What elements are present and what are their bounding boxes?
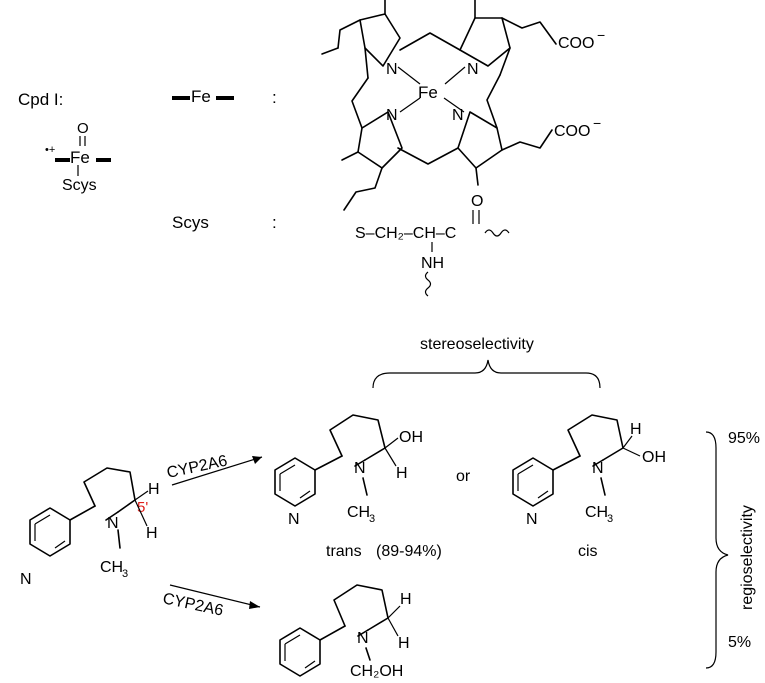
svg-text:H: H (630, 421, 642, 438)
colon-heme: : (272, 88, 277, 107)
svg-text:N: N (107, 515, 119, 532)
carboxylate-bottom: COO (554, 123, 590, 140)
svg-text:−: − (597, 27, 605, 43)
cis-label: cis (578, 543, 598, 560)
svg-text:N: N (467, 61, 479, 78)
svg-text:N: N (288, 511, 300, 528)
svg-text:NH: NH (421, 255, 444, 272)
svg-text:OH: OH (399, 429, 423, 446)
svg-text:CH: CH (100, 559, 123, 576)
stereoselectivity-brace (372, 359, 601, 389)
scys-label: Scys (62, 177, 97, 194)
ch2oh-label: CH₂OH (350, 663, 403, 680)
regioselectivity-label: regioselectivity (739, 505, 756, 610)
percentage-5: 5% (728, 634, 751, 651)
svg-text:N: N (526, 511, 538, 528)
svg-text:OH: OH (642, 449, 666, 466)
cpd-label: Cpd I: (18, 90, 63, 109)
svg-text:Fe: Fe (191, 87, 211, 106)
trans-product: N N CH 3 OH H (274, 414, 423, 528)
heme-structure: N N N N Fe COO − COO − (321, 0, 605, 211)
heme-fe-label: Fe (418, 83, 438, 102)
nicotine-reactant: N N CH 3 5' H H (20, 467, 160, 588)
svg-text:3: 3 (369, 513, 375, 525)
svg-text:H: H (148, 481, 160, 498)
svg-text:N: N (354, 460, 366, 477)
svg-text:H: H (398, 635, 410, 652)
trans-label: trans (326, 543, 362, 560)
svg-text:N: N (386, 107, 398, 124)
position-5-prime-label: 5' (137, 499, 148, 516)
or-label: or (456, 468, 471, 485)
stereoselectivity-label: stereoselectivity (420, 336, 534, 353)
svg-text:H: H (146, 525, 158, 542)
svg-text:CH: CH (347, 504, 370, 521)
cysteine-structure: S–CH₂–CH–C O NH (355, 193, 510, 297)
scys-definition-label: Scys (172, 213, 209, 232)
colon-scys: : (272, 213, 277, 232)
carboxylate-top: COO (558, 35, 594, 52)
oxo-label: O (77, 120, 89, 137)
cpd-i-symbol: O •+ Fe Scys (45, 120, 111, 194)
svg-text:3: 3 (607, 513, 613, 525)
arrow-top (171, 456, 263, 486)
percentage-95: 95% (728, 430, 760, 447)
cysteine-chain: S–CH₂–CH–C (355, 225, 456, 242)
svg-text:H: H (400, 591, 412, 608)
fe-label: Fe (70, 148, 90, 167)
svg-text:H: H (396, 465, 408, 482)
svg-text:O: O (471, 193, 483, 210)
arrow-bottom (169, 584, 261, 608)
cis-product: N N CH 3 H OH (512, 414, 666, 528)
svg-text:N: N (357, 630, 369, 647)
regioselectivity-brace (705, 431, 729, 669)
svg-text:N: N (452, 107, 464, 124)
radical-cation-label: •+ (45, 144, 55, 156)
svg-text:N: N (20, 571, 32, 588)
fe-symbol: Fe (172, 87, 234, 106)
svg-text:N: N (592, 460, 604, 477)
hydroxymethyl-product: N CH₂OH H H (279, 584, 412, 680)
enzyme-label-bottom: CYP2A6 (161, 590, 225, 619)
svg-text:CH: CH (585, 504, 608, 521)
svg-text:N: N (386, 61, 398, 78)
svg-text:−: − (593, 115, 601, 131)
trans-percentage: (89-94%) (376, 543, 442, 560)
svg-text:3: 3 (122, 568, 128, 580)
